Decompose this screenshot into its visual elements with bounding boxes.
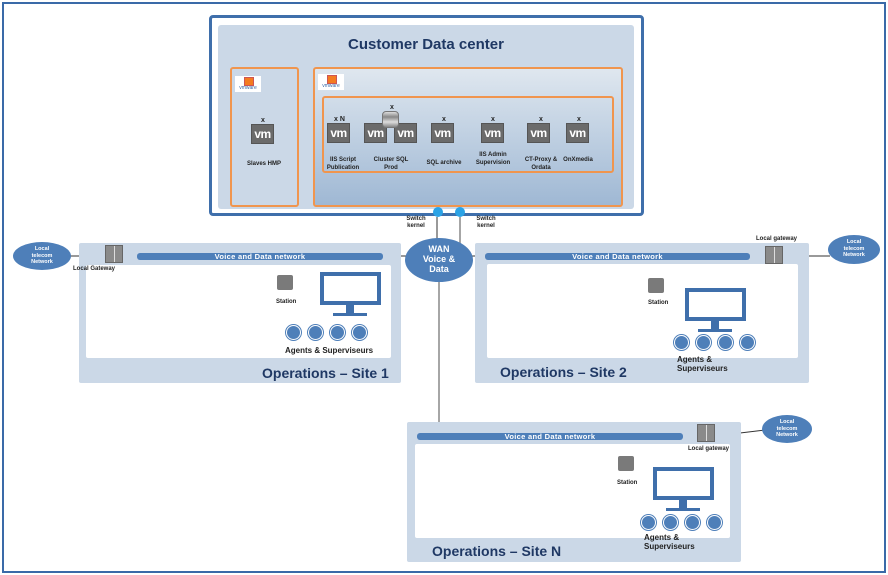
vm-label: Cluster SQL Prod xyxy=(373,157,409,171)
phone-icon xyxy=(277,275,293,290)
vm-label: CT-Proxy & Ordata xyxy=(524,157,558,171)
vm-label: OnXmedia xyxy=(563,157,593,163)
agent-icon xyxy=(330,325,345,340)
agent-icon xyxy=(718,335,733,350)
site-n-title: Operations – Site N xyxy=(432,543,562,559)
vm-group-box xyxy=(322,96,614,173)
station-label: Station xyxy=(617,480,638,486)
agent-icon xyxy=(308,325,323,340)
gateway-icon xyxy=(105,245,123,263)
agent-icon xyxy=(674,335,689,350)
vm-label: IIS Admin Supervision xyxy=(475,152,511,166)
datacenter-title: Customer Data center xyxy=(348,36,504,53)
site-1-title: Operations – Site 1 xyxy=(262,365,389,381)
vm-count: x xyxy=(390,104,394,111)
monitor-stand xyxy=(711,321,719,329)
vm-icon: vm xyxy=(394,123,417,143)
gateway-icon xyxy=(765,246,783,264)
vm-count: x xyxy=(577,116,581,123)
switch-label: Switch kernel xyxy=(476,216,496,229)
phone-icon xyxy=(618,456,634,471)
switch-icon xyxy=(455,207,465,217)
station-label: Station xyxy=(276,299,297,305)
gateway-label: Local gateway xyxy=(688,446,730,452)
monitor-base xyxy=(666,508,700,511)
vm-icon: vm xyxy=(364,123,387,143)
vm-count: x xyxy=(261,117,265,124)
agent-icon xyxy=(352,325,367,340)
agents-group xyxy=(673,334,763,352)
monitor-icon xyxy=(653,467,714,500)
monitor-base xyxy=(698,329,732,332)
vm-icon: vm xyxy=(431,123,454,143)
vm-count: x xyxy=(491,116,495,123)
monitor-stand xyxy=(679,500,687,508)
vm-icon: vm xyxy=(251,124,274,144)
phone-icon xyxy=(648,278,664,293)
agent-icon xyxy=(641,515,656,530)
slaves-host-box: vmware xyxy=(230,67,299,207)
gateway-icon xyxy=(697,424,715,442)
vmware-logo: vmware xyxy=(318,74,344,90)
agent-icon xyxy=(707,515,722,530)
telecom-cloud: Local telecom Network xyxy=(13,242,71,270)
vm-label: IIS Script Publication xyxy=(326,157,360,171)
agents-group xyxy=(285,324,375,342)
agent-icon xyxy=(663,515,678,530)
agent-icon xyxy=(696,335,711,350)
monitor-stand xyxy=(346,305,354,313)
vm-label: Slaves HMP xyxy=(246,161,282,167)
switch-icon xyxy=(433,207,443,217)
vmware-logo: vmware xyxy=(235,76,261,92)
agent-icon xyxy=(286,325,301,340)
station-label: Station xyxy=(648,300,669,306)
vm-count: x xyxy=(442,116,446,123)
network-bar: Voice and Data network xyxy=(417,433,683,440)
monitor-base xyxy=(333,313,367,316)
vm-count: x N xyxy=(334,116,345,123)
switch-label: Switch kernel xyxy=(406,216,426,229)
wan-cloud: WAN Voice & Data xyxy=(405,238,473,282)
database-icon xyxy=(382,111,399,128)
vm-icon: vm xyxy=(327,123,350,143)
site-2-title: Operations – Site 2 xyxy=(500,364,627,380)
agents-label: Agents & Superviseurs xyxy=(644,533,695,551)
agents-label: Agents & Superviseurs xyxy=(285,346,374,355)
monitor-icon xyxy=(320,272,381,305)
telecom-cloud: Local telecom Network xyxy=(828,235,880,264)
network-bar: Voice and Data network xyxy=(137,253,383,260)
telecom-cloud: Local telecom Network xyxy=(762,415,812,443)
agents-label: Agents & Superviseurs xyxy=(677,355,728,373)
gateway-label: Local Gateway xyxy=(73,266,116,272)
agents-group xyxy=(640,514,730,532)
vm-icon: vm xyxy=(527,123,550,143)
monitor-icon xyxy=(685,288,746,321)
agent-icon xyxy=(685,515,700,530)
vm-icon: vm xyxy=(566,123,589,143)
gateway-label: Local gateway xyxy=(756,236,798,242)
vm-icon: vm xyxy=(481,123,504,143)
agent-icon xyxy=(740,335,755,350)
network-bar: Voice and Data network xyxy=(485,253,750,260)
vm-count: x xyxy=(539,116,543,123)
vm-label: SQL archive xyxy=(426,160,462,166)
